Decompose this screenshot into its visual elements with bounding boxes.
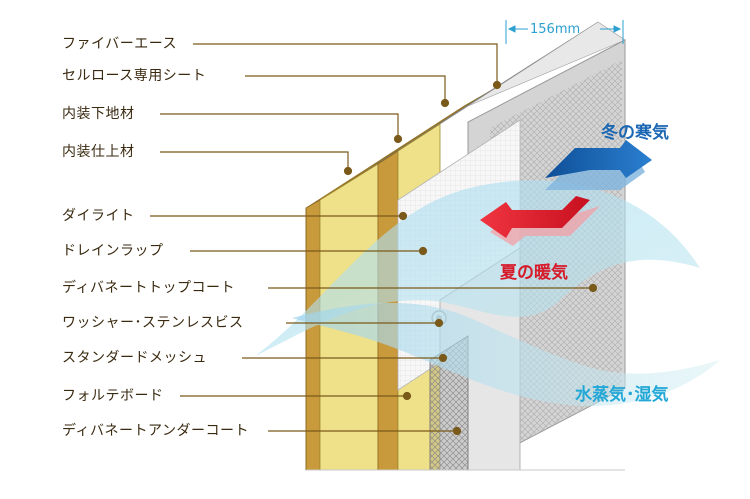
inner-finish-panel [305, 199, 321, 471]
vapor-label: 水蒸気･湿気 [575, 385, 669, 405]
dimension-label: 156mm [530, 22, 581, 37]
dimension-marker [505, 20, 624, 44]
winter-cold-arrow [545, 140, 652, 190]
label-interior-substrate: 内装下地材 [62, 106, 135, 122]
label-dailite: ダイライト [62, 208, 135, 224]
label-drain-wrap: ドレインラップ [62, 243, 164, 259]
label-cellulose-sheet: セルロース専用シート [62, 68, 207, 84]
leader-lines [150, 43, 598, 436]
label-washer-screw: ワッシャー･ステンレスビス [62, 315, 244, 331]
label-standard-mesh: スタンダードメッシュ [62, 350, 207, 366]
winter-cold-label: 冬の寒気 [601, 123, 669, 143]
label-under-coat: ディバネートアンダーコート [62, 423, 249, 439]
label-fiber-ace: ファイバーエース [62, 36, 178, 52]
label-interior-finish: 内装仕上材 [62, 144, 135, 160]
summer-warm-label: 夏の暖気 [500, 263, 568, 283]
moisture-wave [292, 302, 720, 407]
label-top-coat: ディバネートトップコート [62, 280, 236, 296]
moisture-cloud [255, 180, 700, 356]
label-forte-board: フォルテボード [62, 388, 164, 404]
summer-warm-arrow [480, 196, 600, 246]
